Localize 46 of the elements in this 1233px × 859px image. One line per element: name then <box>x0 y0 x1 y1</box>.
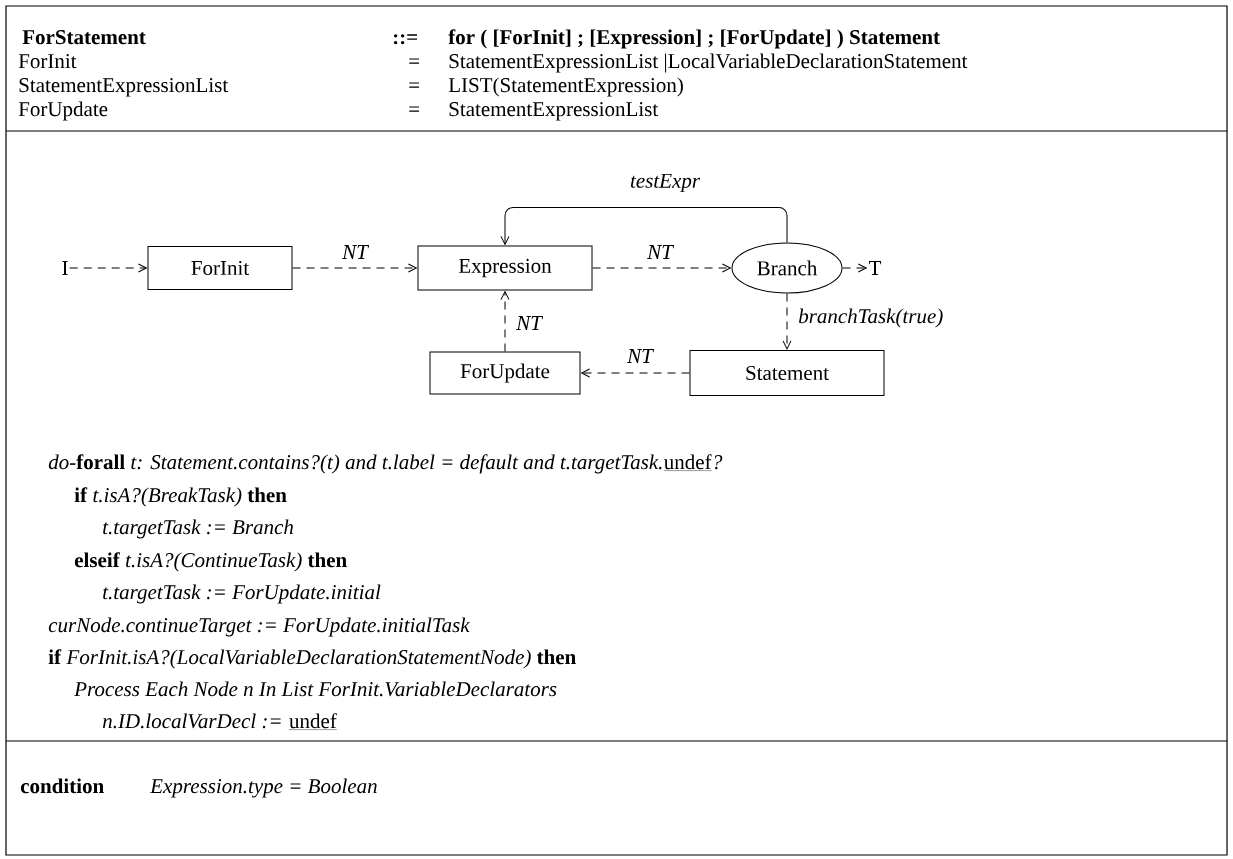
arrow <box>581 368 690 378</box>
pseudocode-text: curNode.continueTarget := ForUpdate.initialTask <box>48 617 470 637</box>
edge-label: NT <box>516 316 544 330</box>
pseudocode-text: do-forall t: Statement.contains?(t) and t.label = default and t.targetTask. <box>48 454 662 474</box>
pseudocode-text: if t.isA?(BreakTask) then <box>74 487 287 507</box>
pseudocode-text: t.targetTask := Branch <box>103 519 294 539</box>
pseudocode-text: ? <box>714 455 723 470</box>
edge-label: NT <box>627 349 655 363</box>
process-box: Statement <box>689 350 885 396</box>
pseudocode-text: n.ID.localVarDecl := <box>102 713 281 729</box>
arrow <box>69 263 147 273</box>
process-box: ForInit <box>147 246 293 290</box>
edge-label: NT <box>647 245 675 259</box>
grammar-text: = <box>409 58 420 64</box>
grammar-text: for ( [ForInit] ; [Expression] ; [ForUpdate] ) Statement <box>448 29 940 49</box>
edge-label: branchTask(true) <box>799 308 943 328</box>
grammar-text: ::= <box>393 34 417 45</box>
grammar-text: = <box>409 106 420 112</box>
pseudocode-text: t.targetTask := ForUpdate.initial <box>103 584 381 604</box>
edge-label: testExpr <box>630 173 701 193</box>
arrow <box>782 293 792 350</box>
pseudocode-text: elseif t.isA?(ContinueTask) then <box>74 552 347 572</box>
arrow <box>292 263 417 273</box>
terminal-label: T <box>869 261 882 275</box>
grammar-text: = <box>409 82 420 88</box>
process-box: ForUpdate <box>429 351 581 395</box>
condition-text: condition <box>20 778 104 794</box>
grammar-text: StatementExpressionList <box>449 102 659 121</box>
grammar-text: ForStatement <box>22 30 146 45</box>
grammar-text: LIST(StatementExpression) <box>448 77 683 97</box>
arrow <box>842 263 867 273</box>
process-box: Expression <box>417 245 593 291</box>
arrow <box>592 263 731 273</box>
grammar-text: ForUpdate <box>18 101 108 121</box>
grammar-text: StatementExpressionList <box>19 78 229 97</box>
pseudocode-text: Process Each Node n In List ForInit.VariableDeclarators <box>74 681 557 697</box>
grammar-text: StatementExpressionList |LocalVariableDeclarationStatement <box>449 53 968 73</box>
condition-text: Expression.type = Boolean <box>149 778 377 798</box>
pseudocode-text: undef <box>663 454 712 471</box>
pseudocode-text: undef <box>288 713 337 730</box>
arrow <box>500 291 510 352</box>
terminal-label: I <box>62 261 68 275</box>
edge-label: NT <box>342 245 370 259</box>
grammar-text: ForInit <box>18 54 77 69</box>
arrow <box>500 207 788 245</box>
pseudocode-text: if ForInit.isA?(LocalVariableDeclarationStatementNode) then <box>48 649 576 669</box>
